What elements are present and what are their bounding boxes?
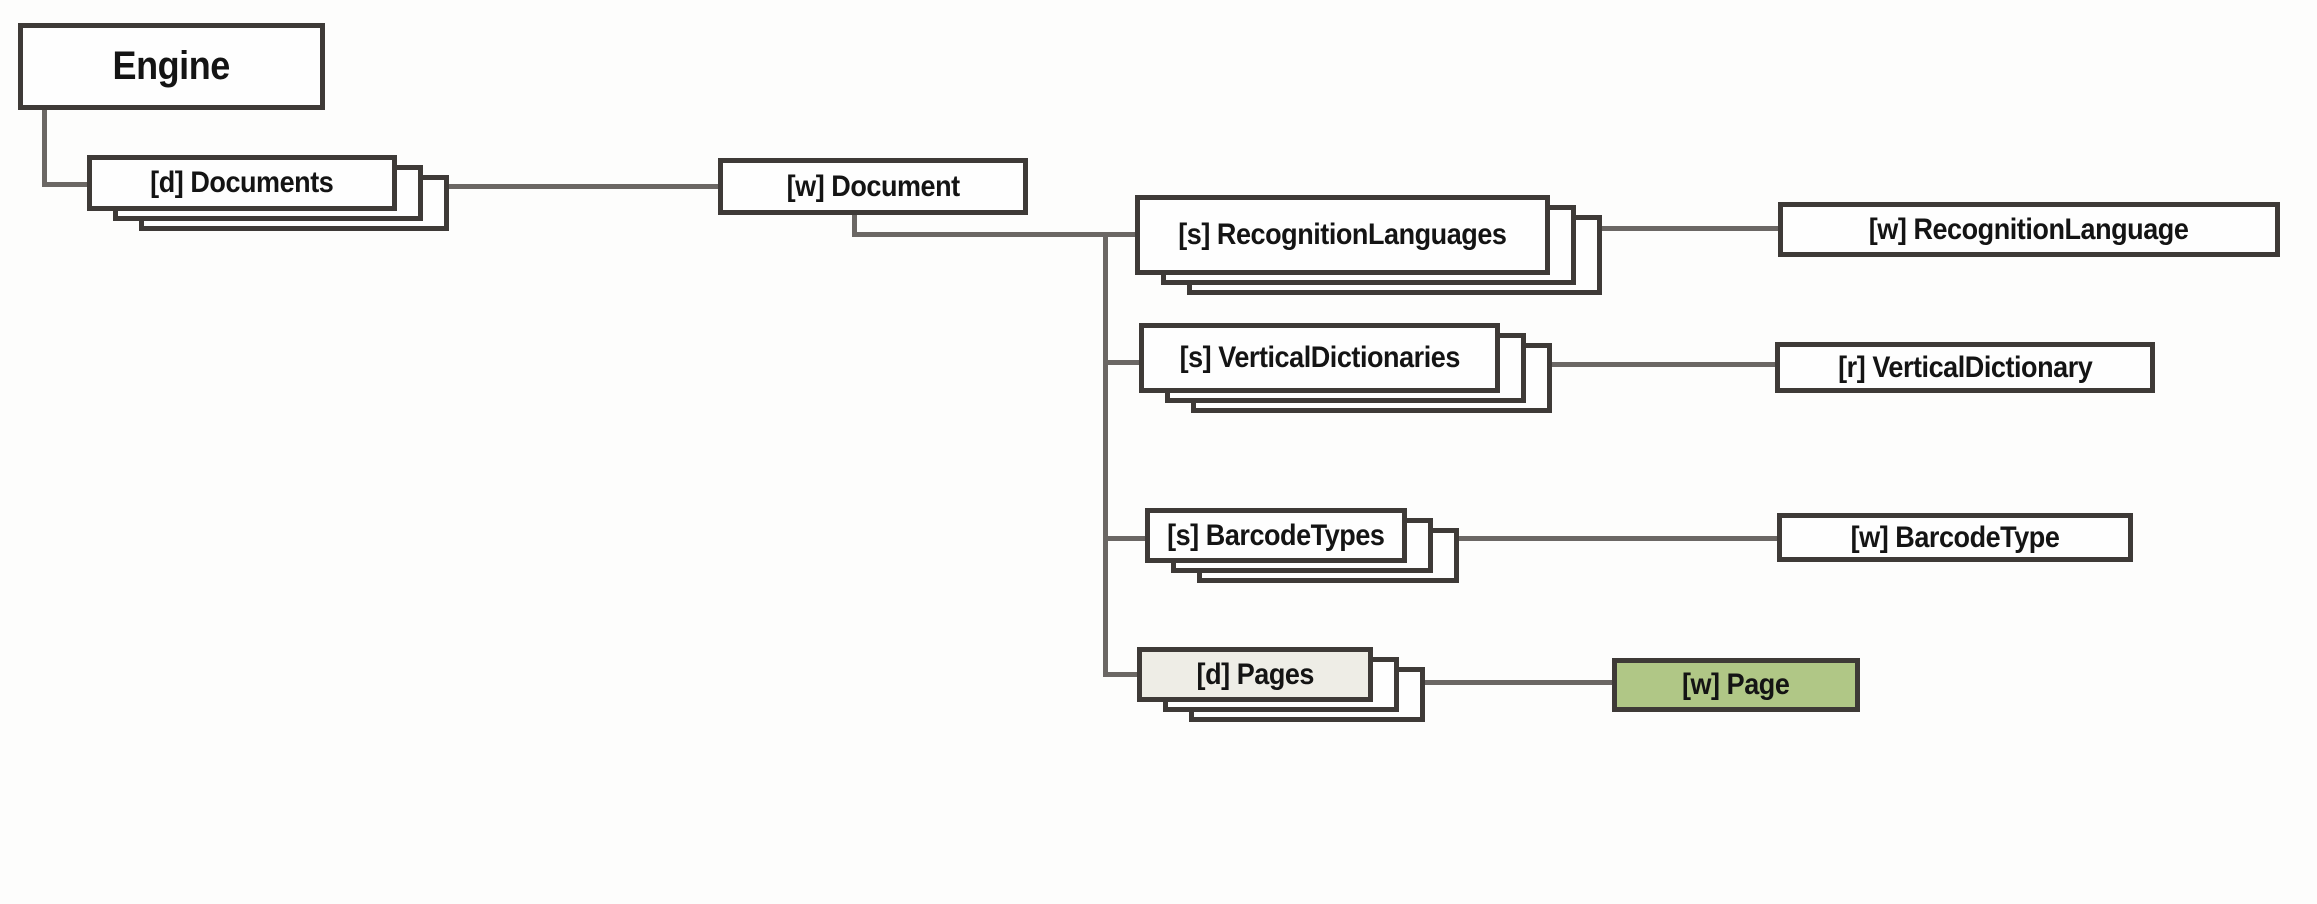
connector-line: [1459, 536, 1777, 541]
connector-line: [852, 215, 857, 237]
page-box[interactable]: [w] Page: [1612, 658, 1860, 712]
node-recognition-languages: [s] RecognitionLanguages: [1135, 195, 1602, 295]
connector-line: [1103, 232, 1108, 677]
node-document: [w] Document: [718, 158, 1080, 235]
documents-box[interactable]: [d] Documents: [87, 155, 397, 211]
page-label: [w] Page: [1682, 668, 1790, 701]
node-pages: [d] Pages: [1137, 647, 1425, 722]
vertical-dictionary-label: [r] VerticalDictionary: [1837, 350, 2093, 384]
vertical-dictionary-box[interactable]: [r] VerticalDictionary: [1775, 342, 2155, 393]
node-engine: Engine: [18, 23, 377, 130]
connector-line: [1602, 226, 1778, 231]
node-documents: [d] Documents: [87, 155, 449, 231]
barcode-types-label: [s] BarcodeTypes: [1167, 518, 1385, 552]
barcode-types-box[interactable]: [s] BarcodeTypes: [1145, 508, 1407, 563]
connector-line: [42, 182, 92, 187]
pages-box[interactable]: [d] Pages: [1137, 647, 1373, 702]
connector-line: [1103, 672, 1142, 677]
connector-line: [1103, 360, 1144, 365]
vertical-dictionaries-label: [s] VerticalDictionaries: [1179, 341, 1460, 374]
recognition-language-box[interactable]: [w] RecognitionLanguage: [1778, 202, 2280, 257]
node-recognition-language: [w] RecognitionLanguage: [1778, 202, 2317, 277]
node-vertical-dictionaries: [s] VerticalDictionaries: [1139, 323, 1552, 413]
node-vertical-dictionary: [r] VerticalDictionary: [1775, 342, 2207, 413]
node-barcode-type: [w] BarcodeType: [1777, 513, 2185, 582]
connector-line: [1425, 680, 1612, 685]
document-label: [w] Document: [786, 169, 960, 203]
pages-label: [d] Pages: [1196, 657, 1314, 691]
recognition-language-label: [w] RecognitionLanguage: [1869, 212, 2189, 246]
barcode-type-label: [w] BarcodeType: [1850, 520, 2060, 554]
documents-label: [d] Documents: [150, 166, 334, 199]
node-page: [w] Page: [1612, 658, 1912, 732]
barcode-type-box[interactable]: [w] BarcodeType: [1777, 513, 2133, 562]
document-box[interactable]: [w] Document: [718, 158, 1028, 215]
connector-line: [42, 110, 47, 187]
connector-line: [1552, 362, 1775, 367]
vertical-dictionaries-box[interactable]: [s] VerticalDictionaries: [1139, 323, 1500, 393]
recognition-languages-box[interactable]: [s] RecognitionLanguages: [1135, 195, 1550, 275]
engine-box[interactable]: Engine: [18, 23, 325, 110]
connector-line: [852, 232, 1140, 237]
engine-label: Engine: [112, 44, 231, 88]
recognition-languages-label: [s] RecognitionLanguages: [1178, 218, 1507, 251]
node-barcode-types: [s] BarcodeTypes: [1145, 508, 1459, 583]
connector-line: [449, 184, 718, 189]
connector-line: [1103, 536, 1150, 541]
